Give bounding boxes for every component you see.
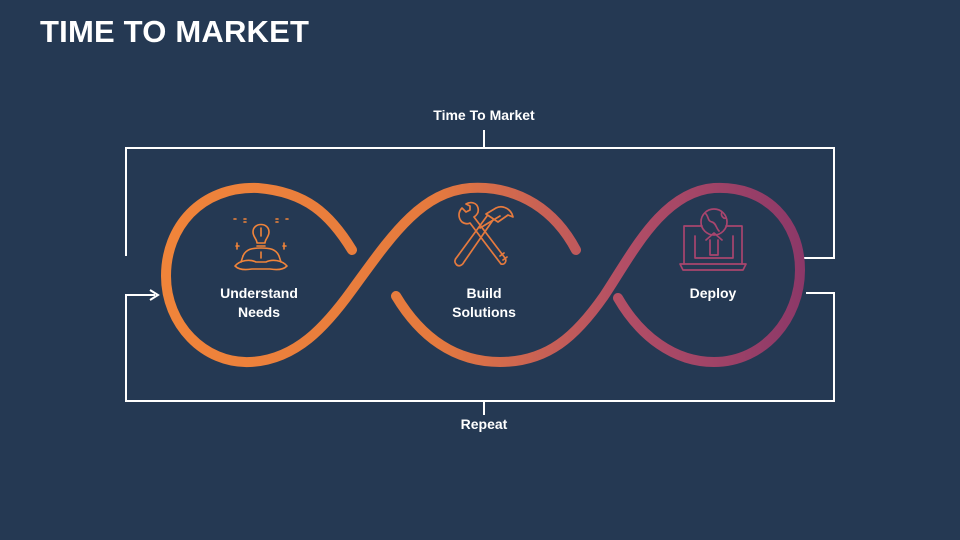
loop-segment-1 <box>160 182 581 368</box>
time-to-market-label: Time To Market <box>433 107 535 123</box>
slide-title: TIME TO MARKET <box>40 14 310 49</box>
arrow-head <box>149 289 160 301</box>
bottom-bracket <box>125 292 835 402</box>
stage-label-line2: Solutions <box>452 304 516 320</box>
stage-label-line1: Build <box>466 285 502 301</box>
wrench-hammer-icon <box>454 201 514 267</box>
meditating-idea-person-icon <box>233 218 289 271</box>
stage-label-line2: Needs <box>237 304 281 320</box>
bracket-frame <box>125 130 835 415</box>
loop-segment-2 <box>391 182 806 368</box>
stage-build-solutions: Build Solutions <box>414 284 554 322</box>
repeat-label: Repeat <box>460 416 508 432</box>
top-bracket <box>125 147 835 259</box>
stage-label-line1: Understand <box>220 285 298 301</box>
stage-understand-needs: Understand Needs <box>189 284 329 322</box>
stage-label-line1: Deploy <box>689 285 737 301</box>
stage-deploy: Deploy <box>643 284 783 303</box>
laptop-globe-upload-icon <box>679 208 747 271</box>
loop-path <box>160 182 806 368</box>
